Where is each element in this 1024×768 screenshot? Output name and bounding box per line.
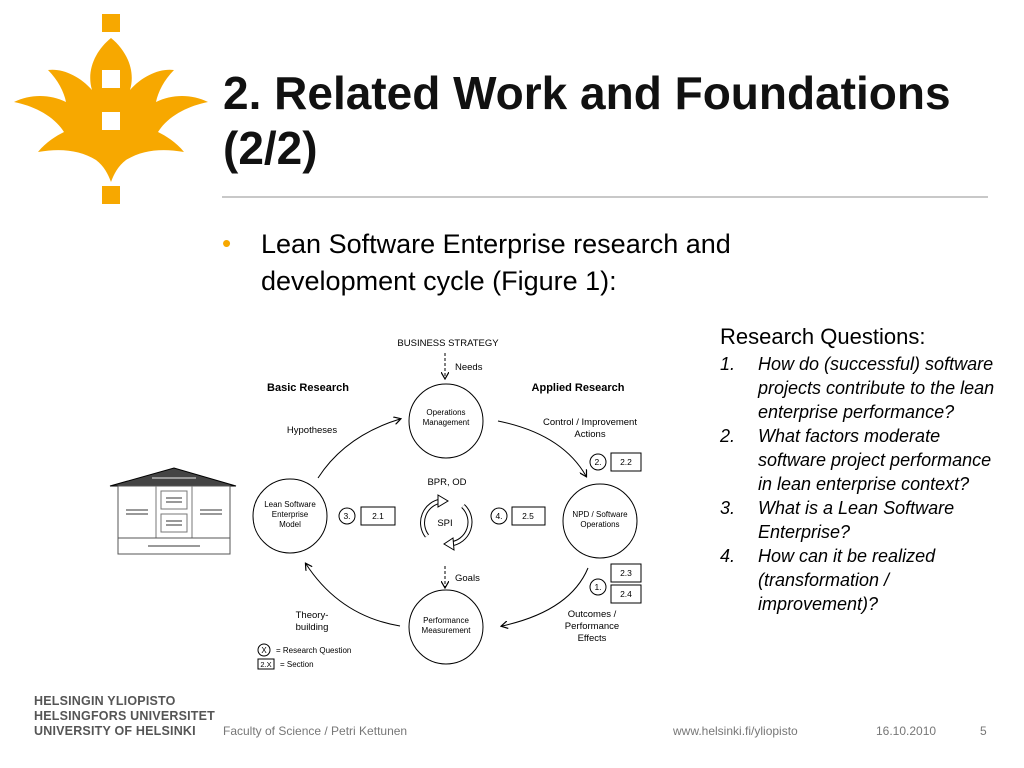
legend-section-marker (257, 658, 275, 670)
legend-marker-label: X (261, 646, 267, 655)
section-marker (610, 584, 642, 604)
operations-management-node (408, 383, 484, 459)
question-number: 1. (720, 354, 736, 374)
research-question-marker (338, 507, 356, 525)
legend-question-marker (257, 643, 271, 657)
research-questions-heading: Research Questions: (720, 324, 926, 349)
marker-label: 4. (495, 511, 502, 521)
research-question-item: 1. How do (successful) software projects … (720, 352, 1010, 424)
section-marker (511, 506, 546, 526)
page-number: 5 (980, 724, 987, 738)
marker-label: 2. (594, 457, 601, 467)
outcomes-label: Performance (565, 621, 619, 632)
title-divider (222, 196, 988, 198)
control-label: Actions (574, 429, 605, 440)
marker-label: 2.2 (620, 457, 632, 467)
footer-author: Faculty of Science / Petri Kettunen (223, 724, 408, 738)
lean-house-icon (109, 467, 237, 555)
section-marker (610, 563, 642, 583)
theory-building-label: building (296, 622, 329, 633)
performance-measurement-node (408, 589, 484, 665)
node-label: Operations (426, 408, 465, 417)
research-questions-list: 1. How do (successful) software projects … (720, 352, 1010, 616)
theory-building-arrow (306, 564, 401, 627)
node-label: Lean Software (264, 500, 316, 509)
node-label: Enterprise (272, 510, 309, 519)
marker-label: 2.1 (372, 511, 384, 521)
research-question-marker (589, 578, 607, 596)
research-question-marker (589, 453, 607, 471)
slide-title: 2. Related Work and Foundations (2/2) (223, 67, 951, 175)
basic-research-label: Basic Research (267, 382, 349, 394)
university-flame-logo-icon (14, 14, 208, 204)
research-questions: Research Questions: 1. How do (successful… (720, 324, 1010, 616)
question-text: How can it be realized (transformation /… (758, 546, 936, 614)
outcomes-label: Effects (578, 633, 607, 644)
footer-date: 16.10.2010 (876, 724, 937, 738)
node-label: Measurement (422, 626, 472, 635)
needs-label: Needs (455, 362, 483, 373)
research-question-item: 4. How can it be realized (transformation… (720, 544, 1010, 616)
hypotheses-arrow (317, 419, 400, 479)
node-label: Operations (580, 520, 619, 529)
marker-label: 2.3 (620, 568, 632, 578)
node-label: Model (279, 520, 301, 529)
research-cycle-diagram: BUSINESS STRATEGY Needs Basic Research A… (109, 338, 642, 670)
marker-label: 2.5 (522, 511, 534, 521)
university-name: HELSINGIN YLIOPISTO HELSINGFORS UNIVERSI… (34, 694, 234, 739)
research-question-item: 3. What is a Lean Software Enterprise? (720, 496, 1010, 544)
marker-label: 3. (343, 511, 350, 521)
business-strategy-label: BUSINESS STRATEGY (397, 338, 499, 349)
spi-cycle-icon (420, 494, 473, 551)
outcomes-arrow (502, 567, 589, 626)
node-label: Management (423, 418, 470, 427)
question-number: 4. (720, 546, 736, 566)
legend-question-text: = Research Question (276, 646, 351, 655)
question-number: 3. (720, 498, 736, 518)
marker-label: 1. (594, 582, 601, 592)
university-name-en: UNIVERSITY OF HELSINKI (34, 724, 196, 738)
question-number: 2. (720, 426, 736, 446)
control-label: Control / Improvement (543, 417, 637, 428)
hypotheses-label: Hypotheses (287, 425, 337, 436)
university-name-sv: HELSINGFORS UNIVERSITET (34, 709, 216, 723)
question-text: What factors moderate software project p… (758, 426, 992, 494)
legend-marker-label: 2.X (260, 660, 271, 669)
marker-label: 2.4 (620, 589, 632, 599)
node-label: Performance (423, 616, 469, 625)
section-marker (360, 506, 396, 526)
bpr-od-label: BPR, OD (427, 477, 466, 488)
outcomes-label: Outcomes / (568, 609, 617, 620)
goals-label: Goals (455, 573, 480, 584)
question-text: How do (successful) software projects co… (758, 354, 995, 422)
lean-model-node (252, 478, 328, 554)
research-question-item: 2. What factors moderate software project… (720, 424, 1010, 496)
applied-research-label: Applied Research (532, 382, 625, 394)
bullet-text: Lean Software Enterprise research and de… (261, 229, 731, 297)
npd-operations-node (562, 483, 638, 559)
node-label: NPD / Software (572, 510, 628, 519)
theory-building-label: Theory- (296, 610, 329, 621)
section-marker (610, 452, 642, 472)
question-text: What is a Lean Software Enterprise? (758, 498, 955, 542)
bullet-icon: • (222, 228, 232, 258)
spi-label: SPI (437, 518, 452, 529)
control-arrow (497, 420, 586, 476)
university-name-fi: HELSINGIN YLIOPISTO (34, 694, 176, 708)
legend-section-text: = Section (280, 660, 314, 669)
research-question-marker (490, 507, 508, 525)
footer-url: www.helsinki.fi/yliopisto (673, 724, 798, 738)
